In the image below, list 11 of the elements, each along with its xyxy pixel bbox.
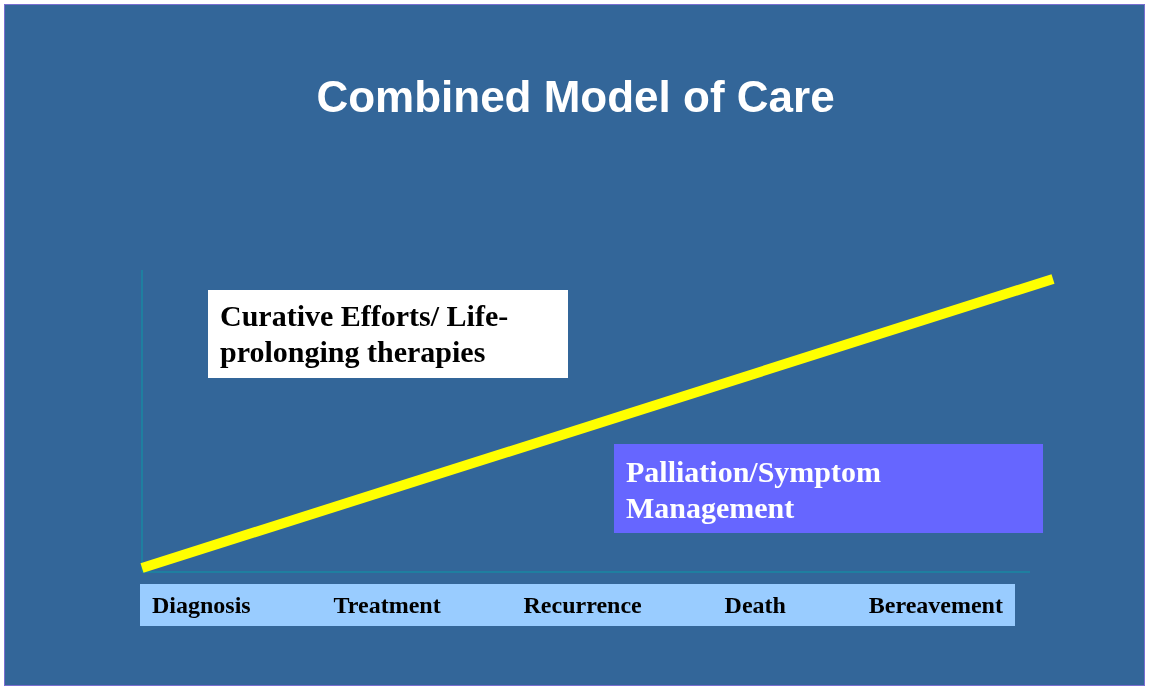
stage-label: Death (724, 591, 786, 619)
box-text: Palliation/Symptom Management (626, 455, 881, 524)
box-text: Curative Efforts/ Life-prolonging therapies (220, 299, 509, 368)
stage-label: Treatment (333, 591, 441, 619)
stage-label: Recurrence (523, 591, 642, 619)
stage-label: Diagnosis (152, 591, 251, 619)
title: Combined Model of Care (315, 72, 836, 122)
stage-label: Bereavement (868, 591, 1003, 619)
label-box (614, 444, 1043, 533)
timeline-band (140, 584, 1015, 626)
label-box (208, 290, 568, 378)
